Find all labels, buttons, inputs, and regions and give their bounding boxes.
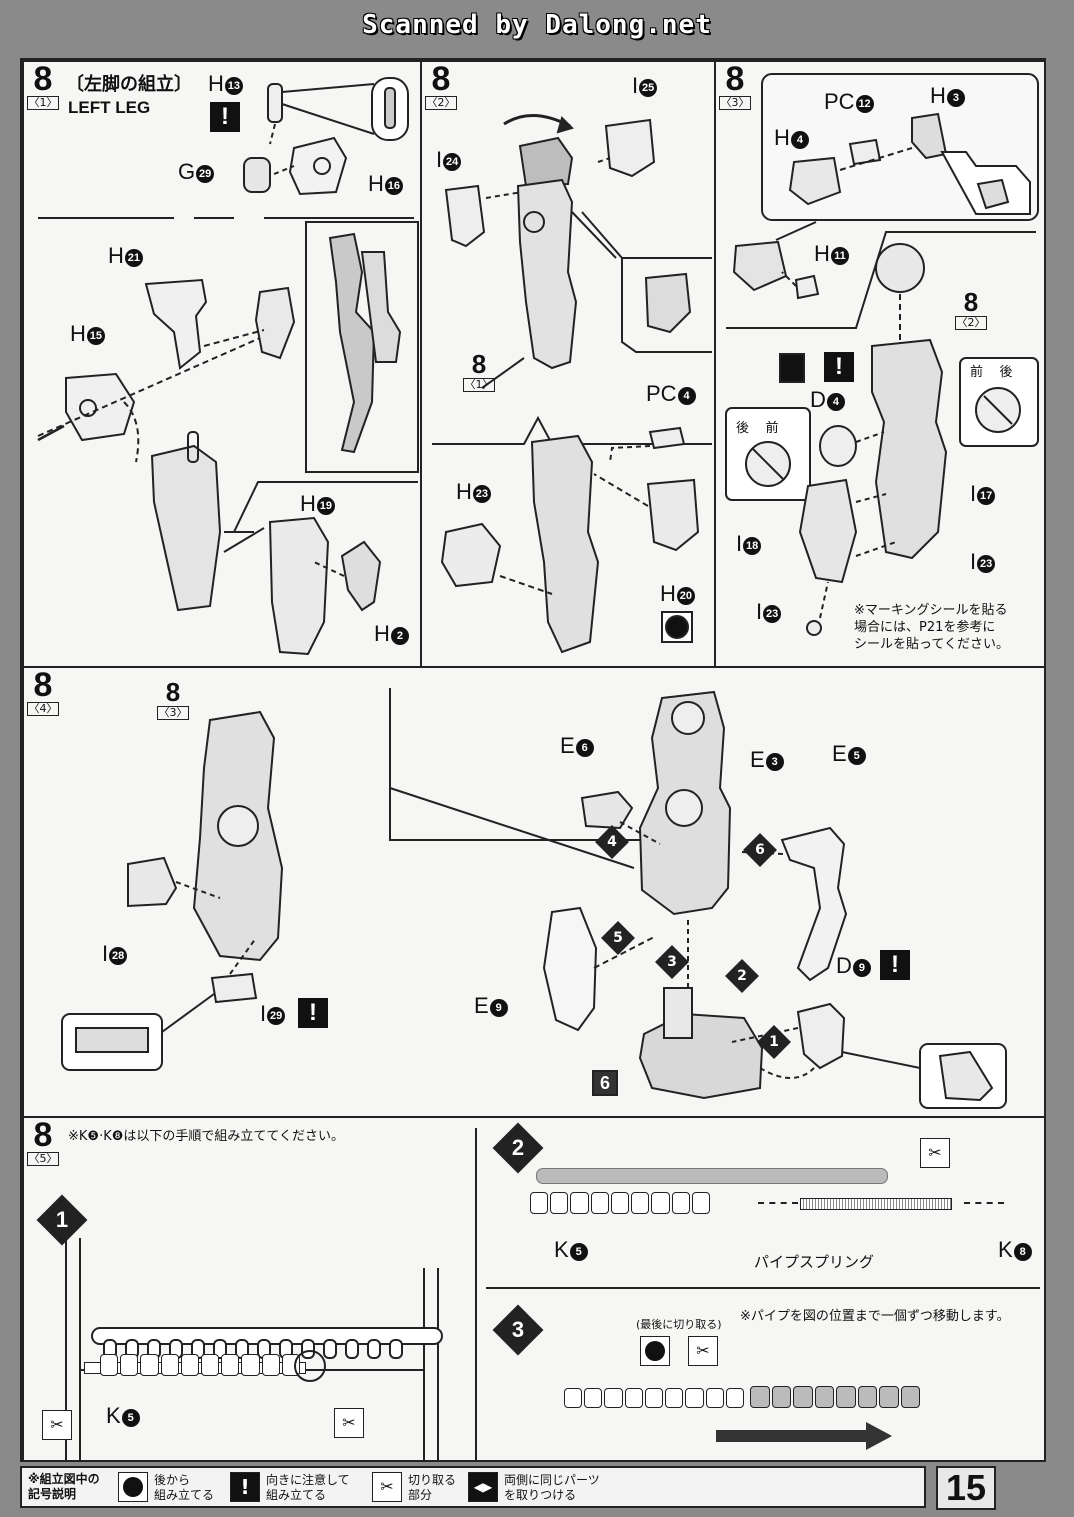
cut-icon: ✂: [372, 1472, 402, 1502]
cut-icon: ✂: [688, 1336, 718, 1366]
step-number: 8 〈1〉: [27, 60, 59, 110]
instruction-page: 8 〈1〉 〔左脚の組立〕 LEFT LEG: [20, 58, 1046, 1462]
step-number: 8 〈4〉: [27, 666, 59, 716]
ref-step-8-1: 8 〈1〉: [463, 349, 495, 392]
front-back-label-2: 前 後: [970, 365, 1013, 380]
pipe-spring-step2: [800, 1198, 952, 1210]
cut-icon: ✂: [920, 1138, 950, 1168]
caution-icon: !: [298, 998, 328, 1028]
sticker-note: ※マーキングシールを貼る場合には、P21を参考にシールを貼ってください。: [854, 603, 1009, 652]
order-marker-5: 5: [601, 921, 635, 955]
insert-arrow: [964, 1202, 1004, 1204]
order-marker-4: 4: [595, 825, 629, 859]
scan-watermark: Scanned by Dalong.net: [362, 10, 712, 40]
step-8-3-panel: 8 〈3〉: [714, 60, 1046, 668]
caution-icon: !: [210, 102, 240, 132]
k5-k8-note: ※K❺·K❽は以下の手順で組み立ててください。: [68, 1129, 344, 1144]
pipe-segment-row-3: [564, 1388, 744, 1408]
pipe-segment-row-1: [100, 1354, 301, 1376]
section-title-jp: 〔左脚の組立〕: [66, 74, 192, 95]
order-marker-3: 3: [655, 945, 689, 979]
step-8-1-panel: 8 〈1〉 〔左脚の組立〕 LEFT LEG: [22, 60, 422, 668]
legend-title: ※組立図中の記号説明: [28, 1472, 100, 1501]
symbol-legend: ※組立図中の記号説明 後から組み立てる ! 向きに注意して組み立てる ✂ 切り取…: [20, 1466, 926, 1508]
order-marker-2: 2: [725, 959, 759, 993]
order-marker-6: 6: [743, 833, 777, 867]
step-8-4-panel: 8 〈4〉: [22, 666, 1046, 1118]
pipe-step-2: 2: [492, 1122, 544, 1174]
caution-icon: !: [880, 950, 910, 980]
section-title-en: LEFT LEG: [68, 98, 151, 117]
pipe-segment-row-3-moved: [750, 1386, 920, 1408]
leg-armor-diagram: [61, 688, 1007, 1109]
move-direction-arrowhead: [866, 1422, 892, 1450]
caution-icon: !: [230, 1472, 260, 1502]
back-assemble-icon: [118, 1472, 148, 1502]
part-label-6: 6: [592, 1070, 618, 1096]
front-back-label-1: 後 前: [736, 421, 779, 436]
insert-arrow: [758, 1202, 798, 1204]
back-assemble-icon: [640, 1336, 670, 1366]
sprue-bar: [536, 1168, 888, 1184]
step-number: 8 〈3〉: [719, 60, 751, 110]
left-leg-diagram: [37, 77, 419, 656]
mirror-parts-icon: ◀▶: [468, 1472, 498, 1502]
cut-icon: ✂: [42, 1410, 72, 1440]
last-cut-label: (最後に切り取る): [636, 1318, 722, 1331]
step-number: 8 〈2〉: [425, 60, 457, 110]
pipe-step-3: 3: [492, 1304, 544, 1356]
pipe-assembly-diagram: [65, 1128, 1040, 1460]
pipe-spring-label: パイプスプリング: [754, 1253, 875, 1271]
page-number: 15: [936, 1466, 996, 1510]
move-direction-arrow: [716, 1430, 866, 1442]
ref-step-8-3: 8 〈3〉: [157, 677, 189, 720]
pipe-step-1: 1: [36, 1194, 88, 1246]
caution-icon: !: [824, 352, 854, 382]
ref-step-8-2: 8 〈2〉: [955, 287, 987, 330]
leg-assembly-diagram-3: [725, 73, 1039, 636]
step-number: 8 〈5〉: [27, 1116, 59, 1166]
order-marker-1: 1: [757, 1025, 791, 1059]
leg-assembly-diagram-2: [432, 114, 712, 654]
cut-icon: ✂: [334, 1408, 364, 1438]
step-8-2-panel: 8 〈2〉: [420, 60, 716, 668]
pipe-segment-row-2: [530, 1192, 710, 1214]
step-8-5-panel: 8 〈5〉 ※K❺·K❽は以下の手順で組み立ててください。 1 2 3: [22, 1116, 1046, 1462]
move-note: ※パイプを図の位置まで一個ずつ移動します。: [740, 1309, 1010, 1324]
zoom-circle: [294, 1350, 326, 1382]
